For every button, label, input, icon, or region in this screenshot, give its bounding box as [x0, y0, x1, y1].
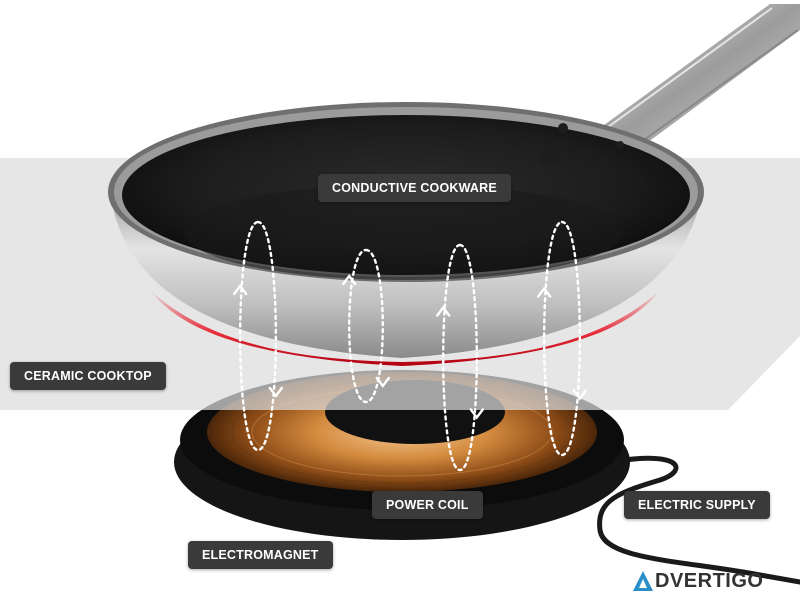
field-loop: [543, 220, 581, 457]
field-loop: [348, 248, 384, 404]
power-cable: [597, 455, 800, 585]
field-arrow-up-icon: [232, 284, 248, 296]
field-arrow-up-icon: [536, 286, 552, 298]
field-arrow-down-icon: [469, 408, 484, 420]
label-power-coil: POWER COIL: [372, 491, 483, 519]
watermark-text: DVERTIGO: [655, 569, 764, 592]
field-arrow-up-icon: [342, 274, 357, 286]
field-arrow-down-icon: [375, 376, 390, 388]
label-ceramic-cooktop: CERAMIC COOKTOP: [10, 362, 166, 390]
label-electric-supply: ELECTRIC SUPPLY: [624, 491, 770, 519]
pan-handle: [600, 4, 800, 151]
magnetic-field-lines: [232, 220, 588, 472]
field-loop: [239, 220, 277, 452]
field-arrow-down-icon: [572, 389, 588, 401]
label-conductive-cookware: CONDUCTIVE COOKWARE: [318, 174, 511, 202]
field-arrow-down-icon: [268, 386, 284, 398]
advertigo-watermark: DVERTIGO: [632, 568, 763, 594]
triangle-a-logo-icon: [633, 571, 653, 591]
field-loop: [442, 243, 478, 472]
field-arrow-up-icon: [436, 305, 451, 317]
label-electromagnet: ELECTROMAGNET: [188, 541, 333, 569]
